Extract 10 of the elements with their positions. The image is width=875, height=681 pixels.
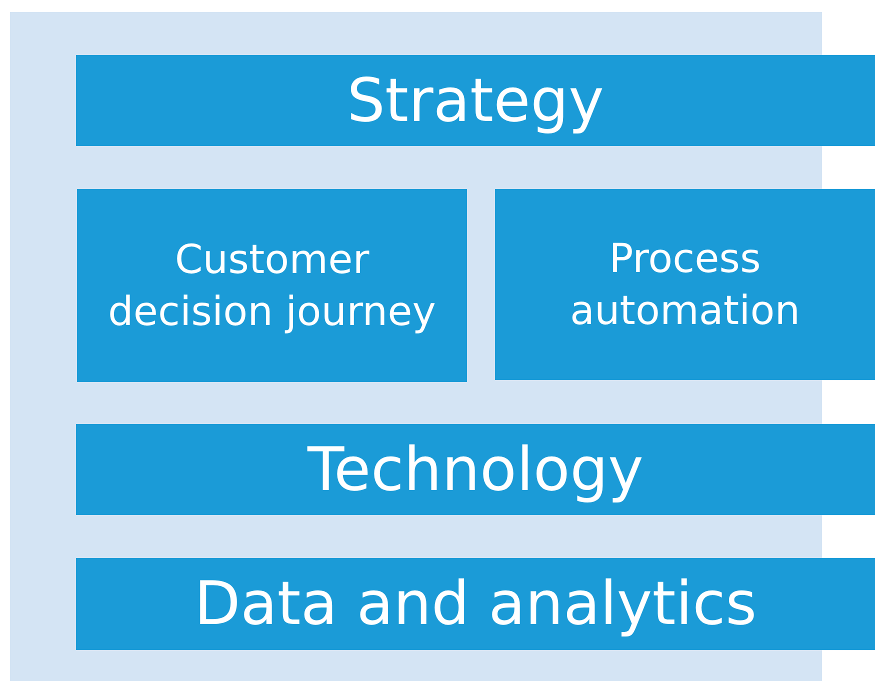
box-label: Process automation — [568, 234, 802, 336]
box-label: Customer decision journey — [107, 236, 437, 336]
layer-box — [76, 424, 875, 515]
layer-box — [495, 189, 875, 380]
box-label: Data and analytics — [194, 568, 757, 641]
layer-box — [76, 55, 875, 146]
layer-box — [77, 189, 467, 382]
layer-box — [76, 558, 875, 650]
box-label: Strategy — [346, 64, 604, 138]
box-label: Technology — [307, 434, 644, 506]
